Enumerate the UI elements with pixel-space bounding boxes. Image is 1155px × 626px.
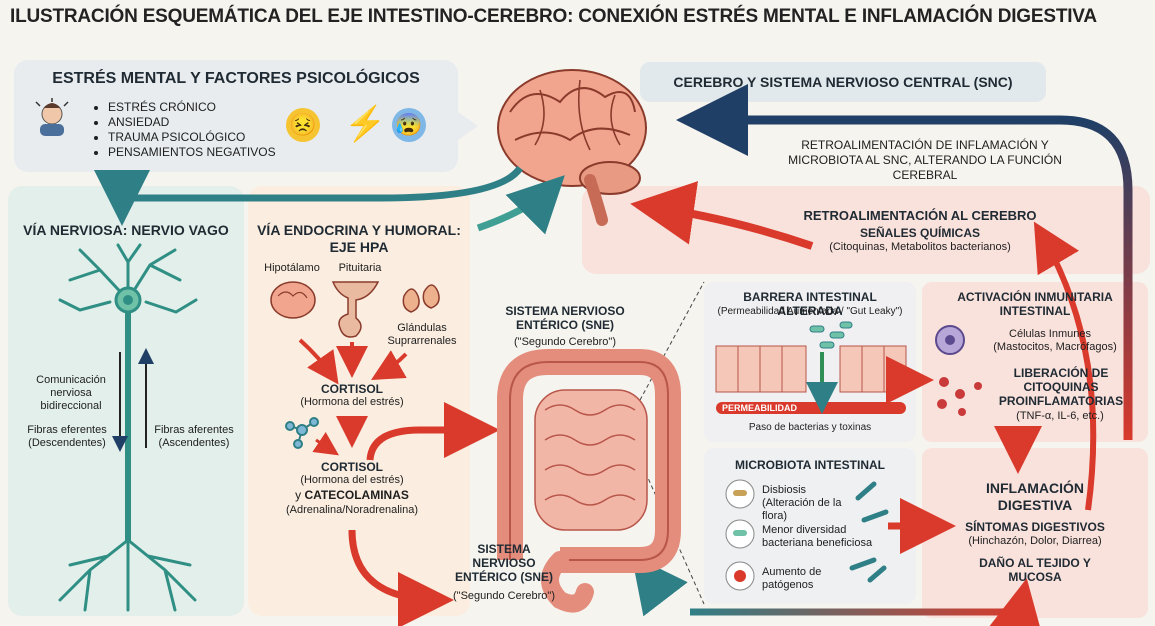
vagus-afferent: Fibras aferentes (Ascendentes) bbox=[154, 424, 234, 449]
cortisol-2-sub: (Hormona del estrés) bbox=[300, 474, 404, 486]
barrier-sub: (Permeabilidad Aumentada / "Gut Leaky") bbox=[717, 306, 903, 317]
immune-heading: ACTIVACIÓN INMUNITARIA INTESTINAL bbox=[957, 290, 1113, 318]
stress-panel bbox=[14, 60, 458, 172]
lightning-icon: ⚡ bbox=[344, 105, 387, 143]
molecule-icon bbox=[285, 417, 319, 449]
microbiota-item: Aumento de patógenos bbox=[762, 566, 852, 592]
stress-item: PENSAMIENTOS NEGATIVOS bbox=[108, 145, 276, 160]
sne-top-sub: ("Segundo Cerebro") bbox=[514, 336, 616, 348]
cns-heading: CEREBRO Y SISTEMA NERVIOSO CENTRAL (SNC) bbox=[673, 74, 1013, 90]
catecholamines-sub: (Adrenalina/Noradrenalina) bbox=[285, 504, 419, 516]
adrenal-label: Glándulas Suprarrenales bbox=[387, 322, 457, 347]
chemical-signals-sub: (Citoquinas, Metabolitos bacterianos) bbox=[829, 241, 1011, 253]
bottom-return-arrow bbox=[690, 578, 1044, 626]
cortisol-2-title: CORTISOL bbox=[321, 460, 383, 474]
vagus-efferent: Fibras eferentes (Descendentes) bbox=[27, 424, 107, 449]
feedback-panel bbox=[582, 186, 1150, 274]
hpa-to-brain-arrow bbox=[476, 175, 565, 235]
chemical-signals-title: SEÑALES QUÍMICAS bbox=[859, 226, 980, 240]
pituitary-illustration bbox=[331, 281, 380, 338]
microbiota-item-sub: (Alteración de la flora) bbox=[762, 497, 842, 522]
microbiota-item: Disbiosis (Alteración de la flora) bbox=[762, 484, 858, 523]
worried-face-icon: 😰 bbox=[392, 108, 426, 142]
catecholamines-line: y CATECOLAMINAS bbox=[280, 488, 424, 502]
permeability-label: PERMEABILIDAD bbox=[722, 403, 798, 413]
stress-heading: ESTRÉS MENTAL Y FACTORES PSICOLÓGICOS bbox=[52, 70, 420, 87]
hpa-heading: VÍA ENDOCRINA Y HUMORAL: EJE HPA bbox=[257, 222, 461, 255]
microbiota-item-sub: patógenos bbox=[762, 579, 814, 591]
anxious-face-icon: 😣 bbox=[286, 108, 320, 142]
cortisol-to-sne-arrow bbox=[348, 529, 454, 626]
cytokine-release-title: LIBERACIÓN DE CITOQUINAS PROINFLAMATORIA… bbox=[998, 366, 1124, 408]
microbiota-heading: MICROBIOTA INTESTINAL bbox=[735, 458, 885, 472]
immune-cells-label: Células Inmunes bbox=[1009, 328, 1091, 340]
pituitary-label: Pituitaria bbox=[338, 262, 382, 274]
stress-list: ESTRÉS CRÓNICO ANSIEDAD TRAUMA PSICOLÓGI… bbox=[96, 100, 276, 160]
inflammation-to-feedback-arrow bbox=[1033, 221, 1097, 511]
feedback-top-arrow bbox=[676, 84, 1133, 440]
stress-item: ESTRÉS CRÓNICO bbox=[108, 100, 276, 115]
page-title: ILUSTRACIÓN ESQUEMÁTICA DEL EJE INTESTIN… bbox=[10, 6, 1097, 27]
cortisol-1-sub: (Hormona del estrés) bbox=[300, 396, 404, 408]
neuron-illustration bbox=[58, 243, 198, 612]
hypothalamus-illustration bbox=[270, 281, 316, 319]
immune-cells-sub: (Mastocitos, Macrófagos) bbox=[993, 341, 1117, 353]
tissue-damage: DAÑO AL TEJIDO Y MUCOSA bbox=[979, 556, 1091, 584]
barrier-cells-illustration bbox=[715, 321, 907, 414]
symptoms-title: SÍNTOMAS DIGESTIVOS bbox=[965, 520, 1105, 534]
vagus-heading: VÍA NERVIOSA: NERVIO VAGO bbox=[23, 222, 229, 238]
catecholamines-title: CATECOLAMINAS bbox=[304, 488, 409, 502]
stress-item: ANSIEDAD bbox=[108, 115, 276, 130]
barrier-heading: BARRERA INTESTINAL ALTERADA bbox=[743, 290, 877, 318]
microbiota-item-title: Aumento de bbox=[762, 566, 822, 578]
cortisol-1-title: CORTISOL bbox=[321, 382, 383, 396]
hypothalamus-label: Hipotálamo bbox=[264, 262, 320, 274]
sne-bottom-title: SISTEMA NERVIOSO ENTÉRICO (SNE) bbox=[454, 542, 553, 584]
vagus-communication: Comunicación nerviosa bidireccional bbox=[36, 374, 106, 412]
cytokine-release-sub: (TNF-α, IL-6, etc.) bbox=[1016, 410, 1104, 422]
stress-panel-pointer bbox=[458, 112, 478, 140]
microbiota-item-title: Disbiosis bbox=[762, 484, 807, 496]
cortisol-to-gut-arrow bbox=[366, 402, 500, 461]
sne-bottom-sub: ("Segundo Cerebro") bbox=[453, 590, 555, 602]
feedback-brain-arrow bbox=[630, 181, 814, 250]
microbiota-item-title: Menor diversidad bbox=[762, 524, 847, 536]
inflammation-heading: INFLAMACIÓN DIGESTIVA bbox=[986, 480, 1084, 513]
brain-to-vagus-arrow bbox=[94, 165, 523, 226]
brain-illustration bbox=[497, 69, 647, 226]
cytokine-icons bbox=[937, 377, 982, 416]
symptoms-sub: (Hinchazón, Dolor, Diarrea) bbox=[968, 535, 1102, 547]
feedback-top-text: RETROALIMENTACIÓN DE INFLAMACIÓN Y MICRO… bbox=[788, 138, 1062, 182]
bacteria-passage-label: Paso de bacterias y toxinas bbox=[748, 422, 872, 433]
stress-item: TRAUMA PSICOLÓGICO bbox=[108, 130, 276, 145]
microbiota-item-sub: bacteriana beneficiosa bbox=[762, 537, 873, 549]
intestine-illustration bbox=[497, 349, 681, 613]
microbiota-item: Menor diversidad bacteriana beneficiosa bbox=[762, 524, 878, 550]
adrenal-illustration bbox=[402, 284, 440, 313]
sne-top-title: SISTEMA NERVIOSO ENTÉRICO (SNE) bbox=[505, 304, 625, 332]
feedback-brain-heading: RETROALIMENTACIÓN AL CEREBRO bbox=[803, 208, 1037, 223]
and-prefix: y bbox=[295, 488, 302, 502]
stressed-person-icon bbox=[32, 96, 72, 136]
